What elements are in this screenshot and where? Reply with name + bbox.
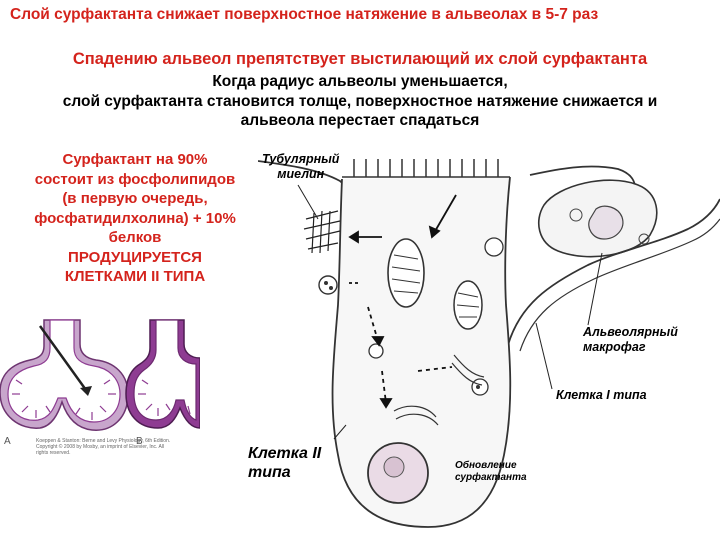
composition-line: ПРОДУЦИРУЕТСЯ <box>68 248 202 266</box>
main-title: Слой сурфактанта снижает поверхностное н… <box>10 6 599 23</box>
label-alveolar-macrophage: Альвеолярный макрофаг <box>583 325 678 355</box>
figure-label-a: A <box>4 436 11 447</box>
explanation-line: альвеола перестает спадаться <box>240 112 480 129</box>
label-line: Альвеолярный <box>583 325 678 339</box>
tubular-myelin <box>303 210 341 254</box>
mitochondrion <box>453 280 483 330</box>
label-type2-cell: Клетка II типа <box>248 444 321 482</box>
explanation-text: Когда радиус альвеолы уменьшается, слой … <box>6 72 714 131</box>
type2-cell-diagram <box>258 159 720 528</box>
label-tubular-myelin: Тубулярный миелин <box>262 152 339 182</box>
composition-line: фосфатидилхолина) + 10% <box>34 209 236 227</box>
airflow-arrow <box>38 325 88 391</box>
label-leaders <box>297 184 603 440</box>
label-line: миелин <box>277 167 325 181</box>
nucleus <box>367 442 429 504</box>
surfactant-spikes-b <box>138 379 191 416</box>
alveolar-macrophage <box>537 179 658 258</box>
label-line: типа <box>248 464 291 481</box>
label-line: Тубулярный <box>262 152 340 166</box>
microvilli <box>353 159 499 177</box>
alveoli-illustration <box>0 319 200 431</box>
lamellar-body <box>318 275 338 295</box>
mitochondrion <box>387 238 425 308</box>
secretion-arrows <box>348 194 457 409</box>
surfactant-spikes-a <box>12 379 116 420</box>
label-line: Клетка II <box>248 445 322 462</box>
label-surfactant-renewal: Обновление сурфактанта <box>455 460 527 484</box>
subtitle: Спадению альвеол препятствует выстилающи… <box>72 50 648 68</box>
credit-line: Copyright © 2008 by Mosby, an imprint of… <box>36 444 165 456</box>
composition-line: Сурфактант на 90% <box>62 151 208 168</box>
alveolus-b <box>125 319 200 429</box>
explanation-line: Когда радиус альвеолы уменьшается, <box>212 73 508 90</box>
composition-line: белков <box>108 229 162 246</box>
label-line: Обновление <box>455 460 517 471</box>
label-type1-cell: Клетка I типа <box>556 388 647 402</box>
surfactant-composition-text: Сурфактант на 90% состоит из фосфолипидо… <box>4 150 266 287</box>
credit-line: Koeppen & Stanton: Berne and Levy Physio… <box>36 438 171 444</box>
alveolus-a <box>0 319 129 431</box>
golgi-apparatus <box>393 354 485 426</box>
label-line: макрофаг <box>583 340 646 354</box>
type2-cell-body <box>331 176 512 528</box>
composition-line: состоит из фосфолипидов <box>34 170 236 188</box>
figure-label-b: B <box>136 436 143 447</box>
label-line: сурфактанта <box>455 472 527 483</box>
explanation-line: слой сурфактанта становится толще, повер… <box>62 92 658 110</box>
composition-line: КЛЕТКАМИ II ТИПА <box>64 268 206 285</box>
figure-credit: Koeppen & Stanton: Berne and Levy Physio… <box>36 438 176 456</box>
composition-line: (в первую очередь, <box>62 190 208 207</box>
